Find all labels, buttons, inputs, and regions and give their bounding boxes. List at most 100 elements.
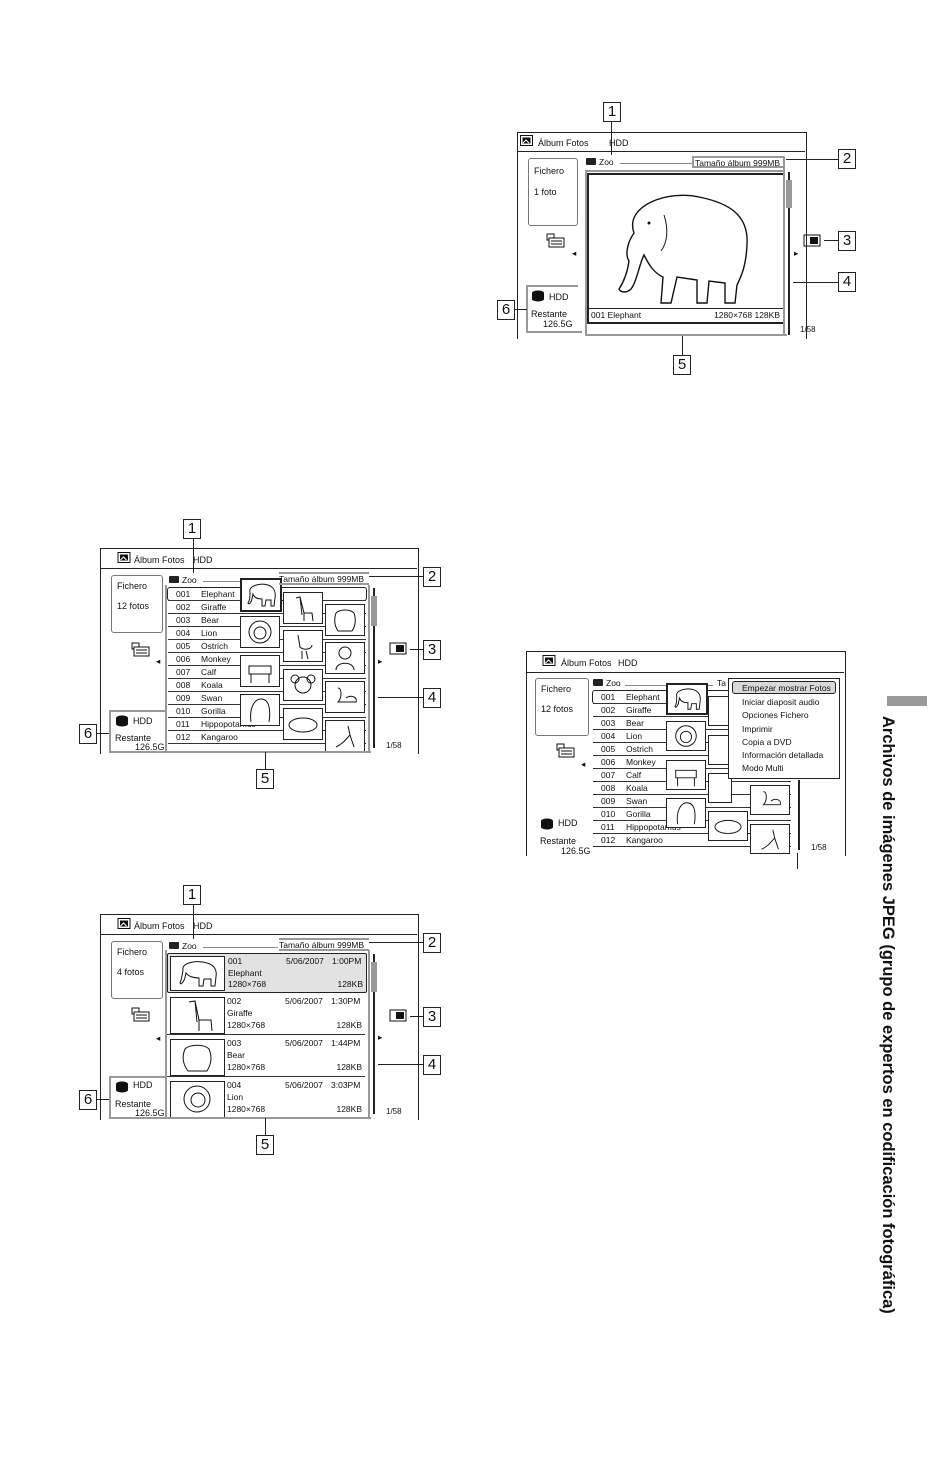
options-icon bbox=[389, 642, 407, 655]
menu-item-copy-dvd[interactable]: Copia a DVD bbox=[742, 737, 792, 747]
left-arrow-icon[interactable]: ◂ bbox=[572, 248, 577, 258]
remaining-label: Restante bbox=[115, 733, 152, 743]
list-view-icon bbox=[556, 743, 575, 758]
remaining-value: 126.5G bbox=[135, 742, 165, 752]
callout-6: 6 bbox=[79, 1090, 97, 1110]
folder-icon bbox=[169, 576, 179, 584]
hdd-icon bbox=[541, 818, 553, 830]
right-arrow-icon[interactable]: ▸ bbox=[378, 656, 383, 666]
thumb-elephant[interactable] bbox=[240, 578, 282, 612]
folder-icon bbox=[169, 942, 179, 950]
thumb-swan[interactable] bbox=[750, 785, 790, 815]
menu-item-audio-slideshow[interactable]: Iniciar diaposit audio bbox=[742, 697, 820, 707]
callout-1: 1 bbox=[183, 885, 201, 905]
table-row[interactable]: 003 5/06/2007 1:44PM Bear 1280×768 128KB bbox=[167, 1036, 365, 1077]
hdd-label: HDD bbox=[133, 716, 153, 726]
app-title: Álbum Fotos bbox=[538, 138, 589, 148]
folder-icon bbox=[586, 158, 596, 166]
album-icon bbox=[117, 918, 131, 929]
thumb-hippopotamus[interactable] bbox=[283, 708, 323, 740]
callout-2: 2 bbox=[423, 933, 441, 953]
menu-item-print[interactable]: Imprimir bbox=[742, 724, 773, 734]
app-title: Álbum Fotos bbox=[561, 658, 612, 668]
album-size: Tamaño álbum 999MB bbox=[279, 940, 365, 950]
menu-item-detailed-info[interactable]: Información detallada bbox=[742, 750, 824, 760]
app-title: Álbum Fotos bbox=[134, 921, 185, 931]
page-indicator: 1/58 bbox=[811, 843, 827, 852]
table-row[interactable]: 004 5/06/2007 3:03PM Lion 1280×768 128KB bbox=[227, 1080, 362, 1114]
table-row[interactable]: 002 5/06/2007 1:30PM Giraffe 1280×768 12… bbox=[167, 994, 365, 1035]
thumb-giraffe[interactable] bbox=[283, 592, 323, 624]
app-title: Álbum Fotos bbox=[134, 555, 185, 565]
scrollbar[interactable] bbox=[373, 588, 375, 748]
left-arrow-icon[interactable]: ◂ bbox=[156, 1033, 161, 1043]
thumb-ostrich[interactable] bbox=[283, 630, 323, 662]
right-arrow-icon[interactable]: ▸ bbox=[794, 248, 799, 258]
callout-1: 1 bbox=[183, 519, 201, 539]
thumb-koala[interactable] bbox=[283, 669, 323, 701]
remaining-value: 126.5G bbox=[135, 1108, 165, 1118]
callout-3: 3 bbox=[838, 231, 856, 251]
thumb-calf[interactable] bbox=[666, 760, 706, 790]
thumb-lion[interactable] bbox=[170, 1081, 225, 1118]
caption-bar: 001 Elephant 1280×768 128KB bbox=[589, 308, 783, 322]
folder-icon bbox=[593, 679, 603, 687]
file-info-box: Fichero 12 fotos bbox=[111, 575, 163, 633]
page-indicator: 1/58 bbox=[800, 325, 816, 334]
callout-2: 2 bbox=[838, 149, 856, 169]
folder-path: Zoo bbox=[169, 941, 197, 951]
file-info-box: Fichero 12 fotos bbox=[535, 678, 589, 736]
menu-item-start-slideshow[interactable]: Empezar mostrar Fotos bbox=[742, 683, 831, 693]
album-icon bbox=[117, 552, 131, 563]
left-arrow-icon[interactable]: ◂ bbox=[156, 656, 161, 666]
menu-item-multi-mode[interactable]: Modo Multi bbox=[742, 763, 784, 773]
thumb-bear[interactable] bbox=[325, 604, 365, 636]
options-icon bbox=[803, 234, 821, 247]
thumb-bear[interactable] bbox=[170, 1039, 225, 1076]
scrollbar[interactable] bbox=[798, 780, 800, 850]
list-view-icon bbox=[131, 642, 150, 657]
callout-4: 4 bbox=[423, 688, 441, 708]
thumb-elephant[interactable] bbox=[170, 956, 225, 991]
scrollbar[interactable] bbox=[788, 172, 790, 335]
photo-preview[interactable]: 001 Elephant 1280×768 128KB bbox=[587, 173, 785, 324]
thumb-lion[interactable] bbox=[240, 616, 280, 648]
thumb-monkey[interactable] bbox=[325, 642, 365, 674]
right-arrow-icon[interactable]: ▸ bbox=[378, 1032, 383, 1042]
hdd-icon bbox=[116, 715, 128, 727]
list-view-icon bbox=[546, 233, 565, 248]
thumb-kangaroo[interactable] bbox=[750, 824, 790, 854]
menu-item-file-options[interactable]: Opciones Fichero bbox=[742, 710, 809, 720]
album-icon bbox=[520, 135, 533, 146]
album-size: Tamaño álbum 999MB bbox=[695, 158, 781, 168]
detail-screen-frame bbox=[100, 914, 419, 1120]
remaining-label: Restante bbox=[531, 309, 568, 319]
file-info-box: Fichero 1 foto bbox=[528, 158, 578, 226]
thumb-gorilla[interactable] bbox=[666, 798, 706, 828]
remaining-value: 126.5G bbox=[561, 846, 591, 856]
thumb-gorilla[interactable] bbox=[240, 694, 280, 726]
thumb-lion[interactable] bbox=[666, 721, 706, 751]
thumb-kangaroo[interactable] bbox=[325, 720, 365, 752]
device-label: HDD bbox=[618, 658, 638, 668]
scrollbar[interactable] bbox=[373, 954, 375, 1114]
album-icon bbox=[542, 655, 556, 666]
thumb-giraffe[interactable] bbox=[170, 997, 225, 1034]
thumb-calf[interactable] bbox=[240, 655, 280, 687]
thumb-elephant[interactable] bbox=[666, 683, 708, 715]
thumb-hippopotamus[interactable] bbox=[708, 811, 748, 841]
album-size-partial: Ta bbox=[717, 678, 726, 688]
device-label: HDD bbox=[609, 138, 629, 148]
thumb-swan[interactable] bbox=[325, 681, 365, 713]
left-arrow-icon[interactable]: ◂ bbox=[581, 759, 586, 769]
